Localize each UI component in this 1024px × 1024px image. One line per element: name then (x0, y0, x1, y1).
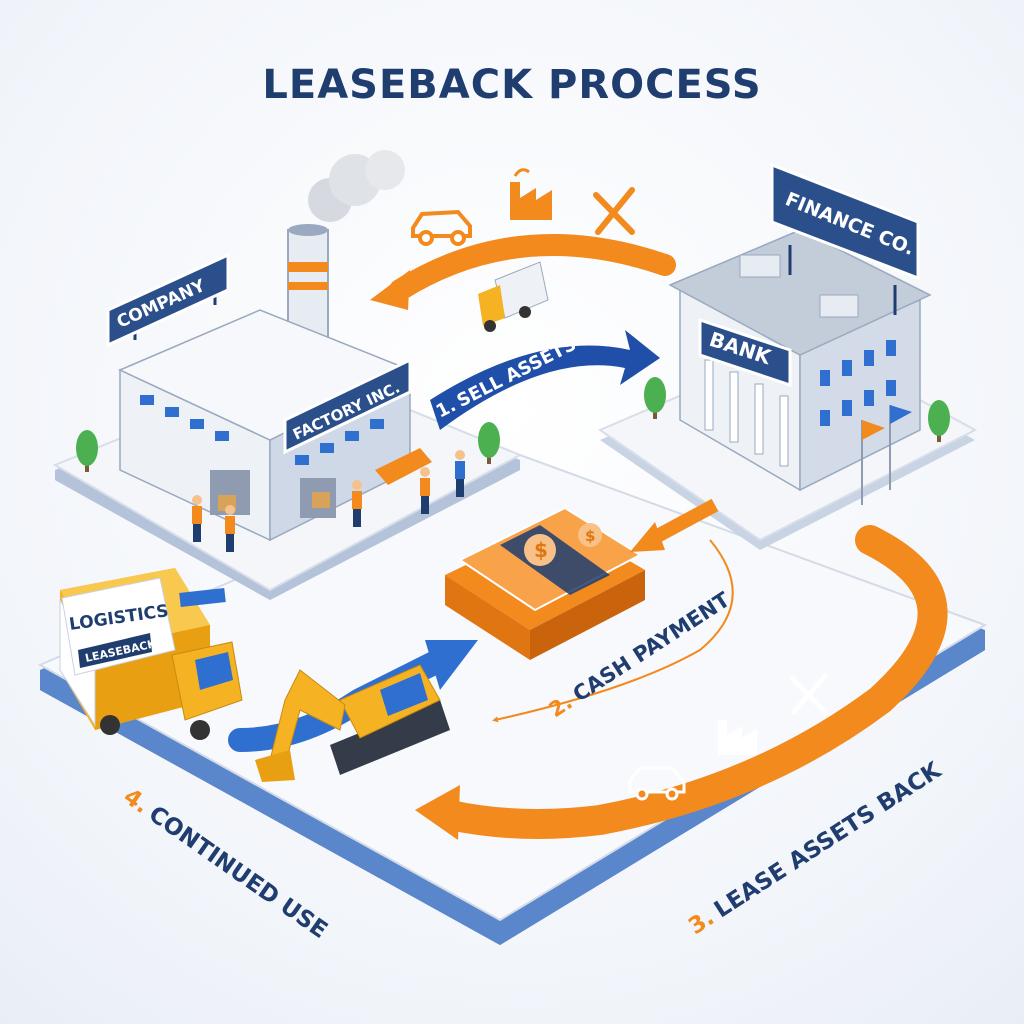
wrench-screwdriver-icon (789, 673, 828, 715)
car-icon (411, 209, 472, 246)
wrench-screwdriver-icon (593, 187, 635, 235)
svg-text:$: $ (534, 538, 548, 562)
page-title: LEASEBACK PROCESS (262, 62, 761, 108)
step-1-label: 1.SELL ASSETS (433, 334, 580, 423)
factory-icon (510, 168, 552, 220)
workers (192, 450, 465, 552)
excavator (255, 664, 450, 782)
svg-text:$: $ (585, 527, 595, 545)
bank-building (668, 229, 932, 505)
step-2-line (492, 539, 734, 723)
trees (76, 377, 950, 472)
delivery-truck (478, 261, 549, 332)
top-return-arrow (389, 234, 676, 301)
cash-stack: $ $ (445, 506, 645, 660)
factory-building (118, 150, 432, 542)
step-3-arrow (435, 525, 948, 839)
factory-icon (718, 720, 757, 755)
step-2-incoming-arrow (646, 498, 719, 547)
logistics-truck: LOGISTICS LEASEBACK (59, 568, 243, 740)
step-1-arrow (430, 330, 660, 430)
car-icon (628, 766, 686, 801)
